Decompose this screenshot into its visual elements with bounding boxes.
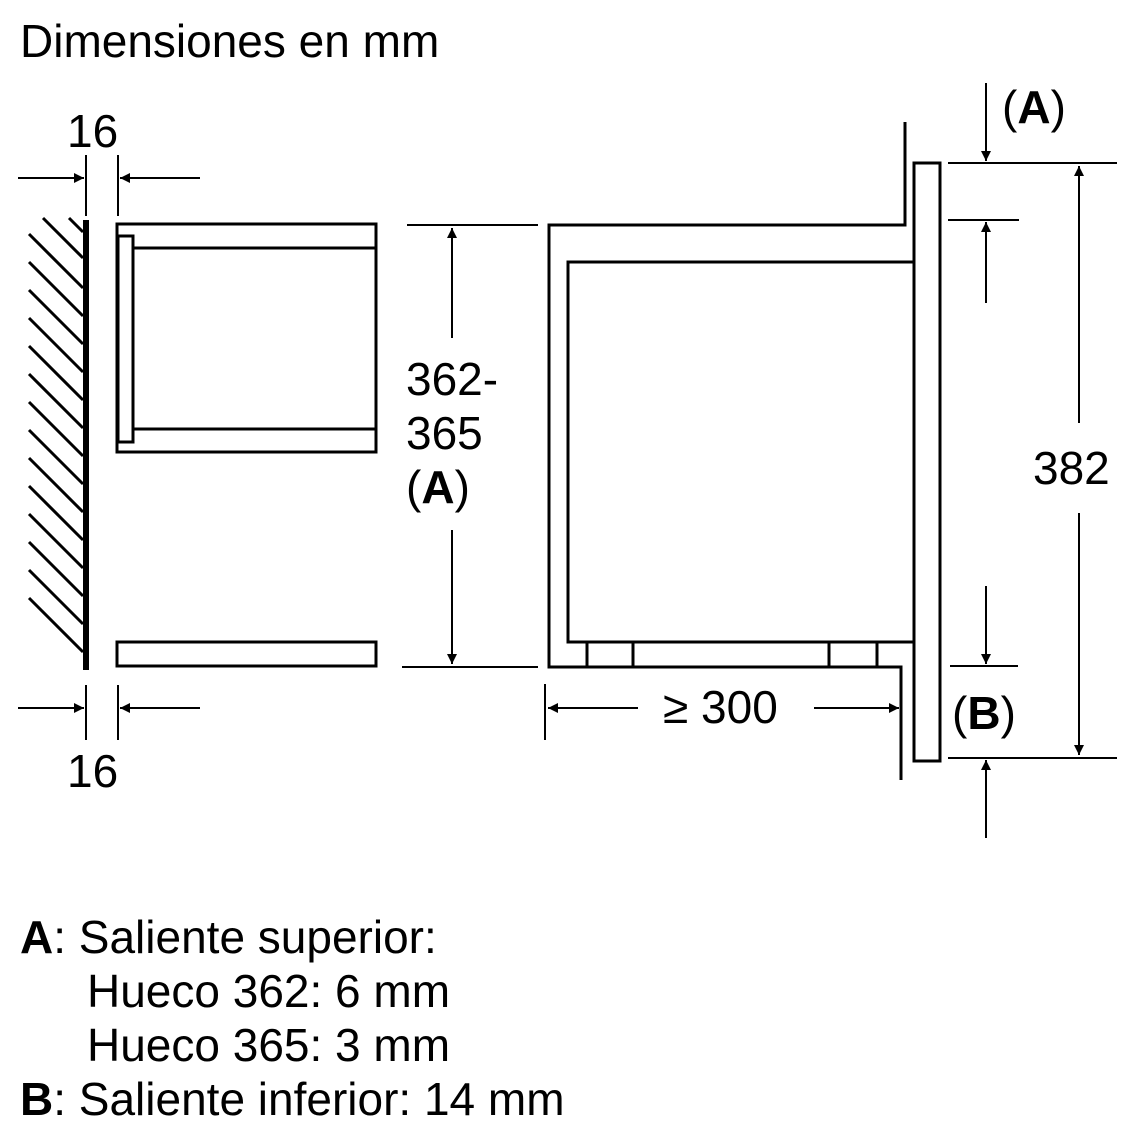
dimension-label-niche-line2: 365 [406, 407, 483, 459]
marker-label-b: (B) [952, 687, 1016, 739]
dimension-front-height [948, 166, 1117, 759]
legend-a-title: A: Saliente superior: [20, 911, 437, 963]
page-title: Dimensiones en mm [20, 15, 440, 67]
appliance-section-view [547, 122, 942, 780]
dimension-16-bottom [18, 685, 200, 740]
dimension-a-top [948, 83, 1117, 303]
dimension-b-bottom [950, 586, 1018, 838]
dimension-niche-height [402, 224, 538, 668]
dimension-depth [544, 684, 899, 740]
legend: A: Saliente superior: Hueco 362: 6 mm Hu… [20, 910, 565, 1126]
legend-a-hueco-362: Hueco 362: 6 mm [87, 965, 451, 1017]
dimension-label-front-height: 382 [1033, 442, 1110, 494]
dimension-16-top [18, 155, 200, 216]
wall-hatching [27, 216, 85, 654]
dimension-label-niche-line1: 362- [406, 353, 499, 405]
dimension-label-niche-marker: (A) [406, 461, 470, 513]
dimension-label-16-top: 16 [67, 105, 119, 157]
legend-b: B: Saliente inferior: 14 mm [20, 1073, 565, 1125]
legend-a-hueco-365: Hueco 365: 3 mm [87, 1019, 451, 1071]
cabinet-side-view [115, 222, 378, 668]
dimension-label-depth: ≥ 300 [663, 681, 778, 733]
marker-label-a: (A) [1002, 81, 1066, 133]
dimension-label-16-bottom: 16 [67, 745, 119, 797]
